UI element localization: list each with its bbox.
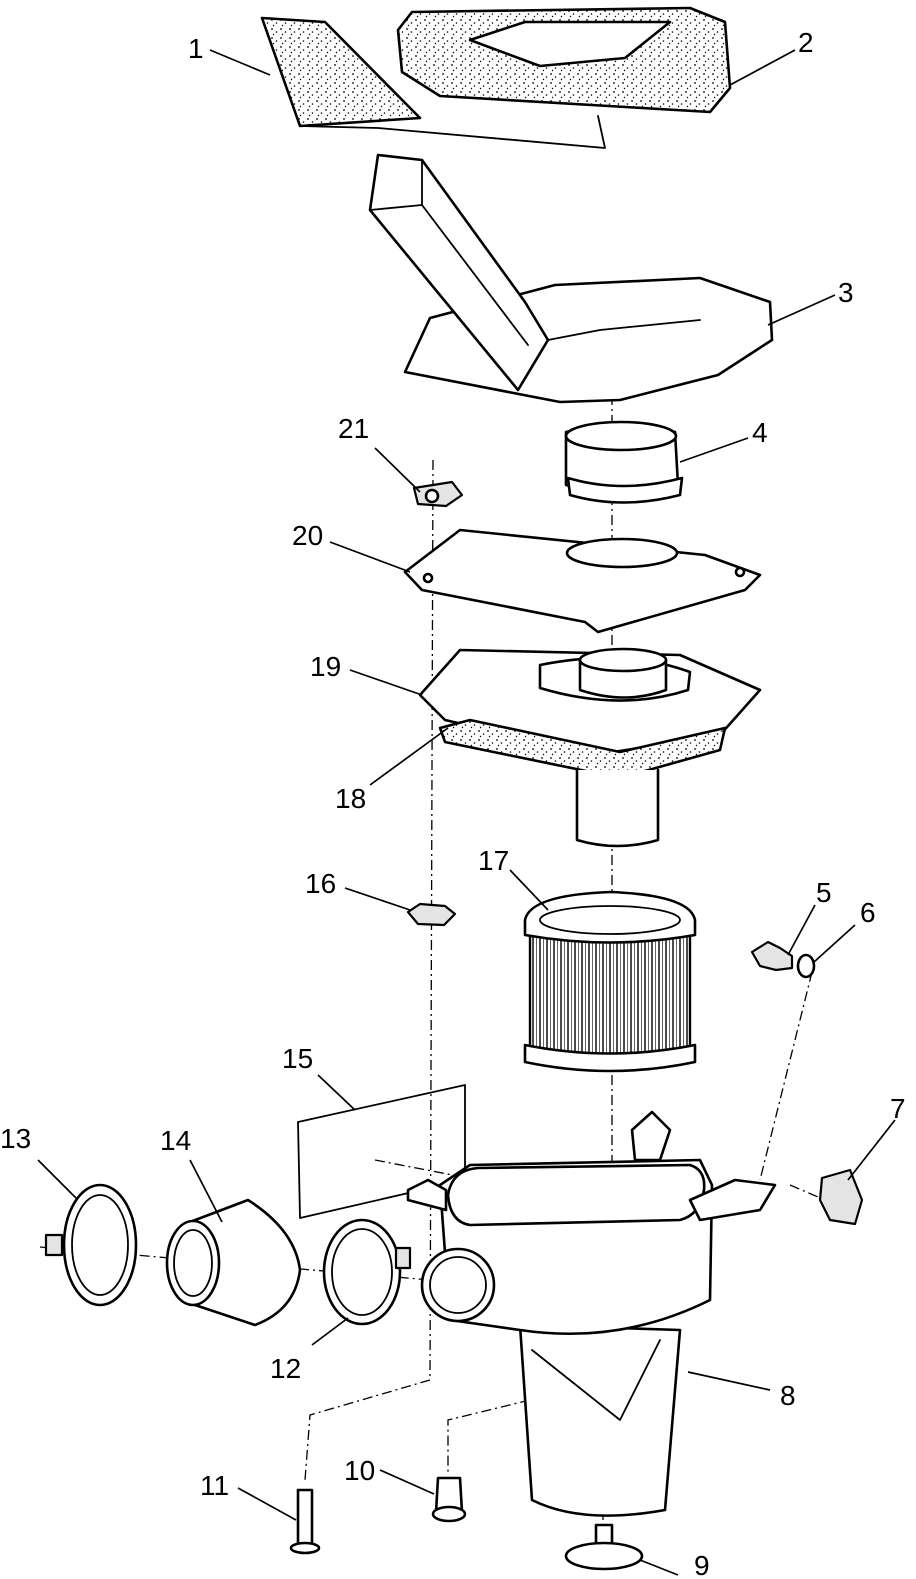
callout-6: 6 <box>860 897 876 928</box>
callout-13: 13 <box>0 1123 31 1154</box>
part-8-airbox <box>406 1110 777 1517</box>
part-1-foam-pad <box>260 16 606 149</box>
callout-labels: 1 2 3 4 5 6 7 8 9 10 11 12 13 14 15 16 1… <box>0 27 906 1579</box>
part-11-screw <box>289 1488 321 1555</box>
callout-15: 15 <box>282 1043 313 1074</box>
part-2-foam-ring <box>396 6 732 114</box>
callout-14: 14 <box>160 1125 191 1156</box>
part-21-wing-nut <box>412 480 464 508</box>
callout-2: 2 <box>798 27 814 58</box>
callout-21: 21 <box>338 413 369 444</box>
part-14-boot <box>165 1198 302 1327</box>
part-4-coupler <box>564 420 684 504</box>
leader-lines <box>37 49 896 1576</box>
callout-3: 3 <box>838 277 854 308</box>
part-18-gasket <box>438 718 727 848</box>
part-17-filter <box>523 890 697 1073</box>
callout-16: 16 <box>305 868 336 899</box>
part-16-nut <box>406 902 457 927</box>
part-20-lid-plate <box>403 528 762 634</box>
callout-8: 8 <box>780 1380 796 1411</box>
callout-1: 1 <box>188 33 204 64</box>
callout-18: 18 <box>335 783 366 814</box>
callout-5: 5 <box>816 877 832 908</box>
part-13-clamp <box>44 1183 138 1307</box>
part-5-bolt <box>750 940 794 972</box>
callout-10: 10 <box>344 1455 375 1486</box>
callout-7: 7 <box>890 1093 906 1124</box>
callout-19: 19 <box>310 651 341 682</box>
part-6-washer <box>796 953 816 979</box>
callout-17: 17 <box>478 845 509 876</box>
callout-12: 12 <box>270 1353 301 1384</box>
callout-20: 20 <box>292 520 323 551</box>
part-7-bracket <box>818 1168 864 1226</box>
part-12-clamp <box>322 1218 412 1326</box>
part-9-drain-plug <box>564 1523 644 1571</box>
part-3-intake-duct <box>368 153 774 404</box>
callout-9: 9 <box>694 1550 710 1579</box>
part-19-housing-cover <box>418 647 762 757</box>
callout-4: 4 <box>752 417 768 448</box>
part-10-grommet <box>431 1476 467 1523</box>
callout-11: 11 <box>200 1470 229 1501</box>
